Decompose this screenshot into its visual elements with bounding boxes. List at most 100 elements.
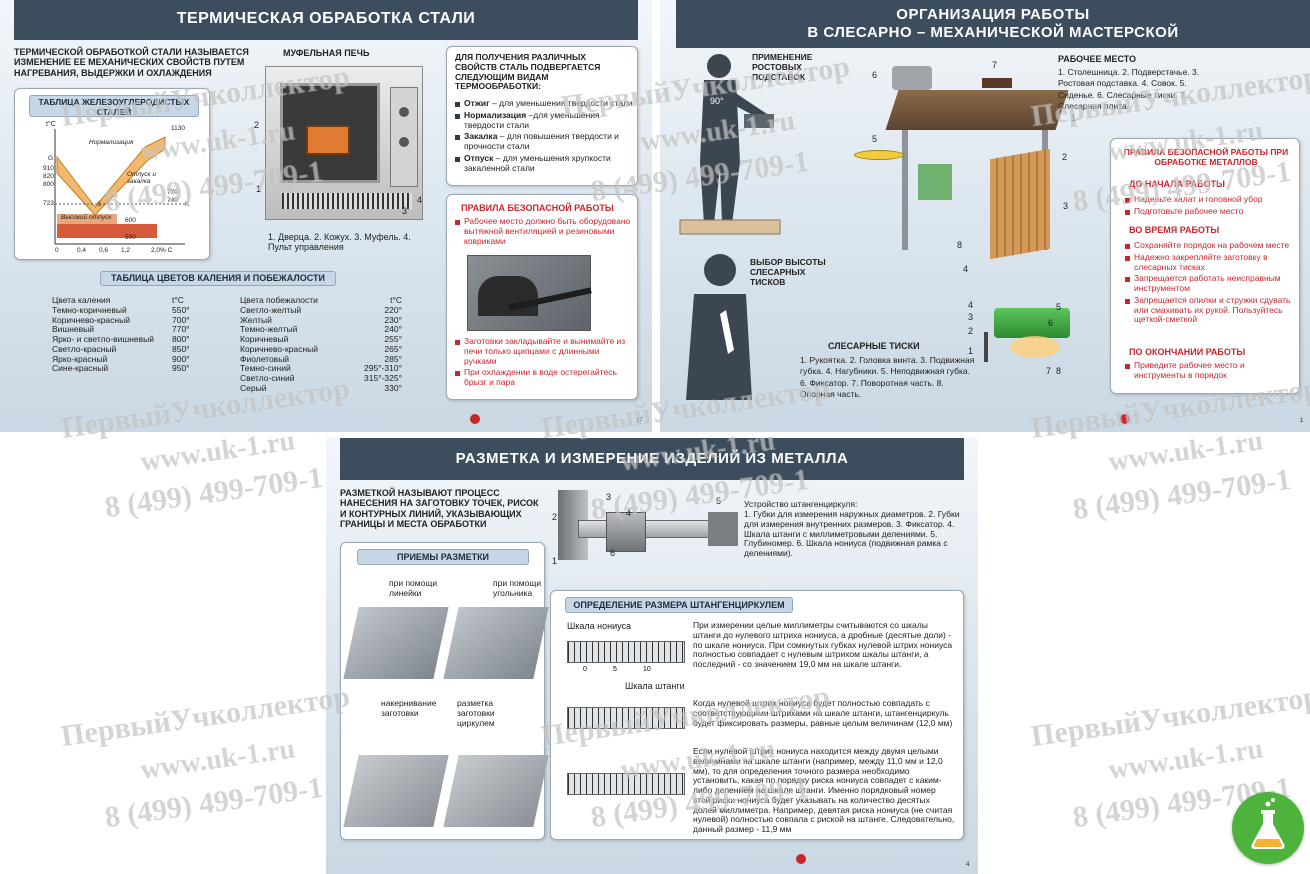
plate-square-illustration — [443, 607, 549, 679]
vernier-label: Шкала нониуса — [567, 621, 632, 631]
diagram-ytick: 1130 — [171, 125, 185, 132]
temper-color-temp: 330° — [384, 382, 402, 393]
temper-color-name: Темно-синий — [240, 363, 291, 374]
heat-color-temp: 950° — [172, 363, 190, 374]
temper-color-temp: 220° — [384, 304, 402, 315]
diagram-label: Нормализация — [89, 139, 134, 146]
heat-color-name: Светло-красный — [52, 343, 117, 354]
heat-color-name: Вишневый — [52, 324, 95, 335]
caliper-callout: 1 — [552, 556, 558, 566]
diagram-ytick: 723 — [43, 200, 54, 207]
workplace-title: РАБОЧЕЕ МЕСТО — [1058, 54, 1137, 64]
safety-list-top: Рабочее место должно быть оборудовано вы… — [455, 216, 631, 248]
methods-title: ПРИЕМЫ РАЗМЕТКИ — [357, 549, 529, 565]
caliper-callout: 2 — [552, 512, 558, 522]
diagram-ytick: 800 — [43, 181, 54, 188]
before-item: Наденьте халат и головной убор — [1125, 194, 1295, 205]
vise-callout: 4 — [968, 300, 974, 310]
measure-title: ОПРЕДЕЛЕНИЕ РАЗМЕРА ШТАНГЕНЦИРКУЛЕМ — [565, 597, 793, 613]
temper-color-name: Серый — [240, 382, 267, 393]
heat-color-name: Коричнево-красный — [52, 314, 130, 325]
diagram-label: K — [185, 201, 190, 208]
heat-list: Отжиг – для уменьшения твердости стали Н… — [455, 98, 635, 175]
diagram-ytick: 600 — [125, 217, 136, 224]
heat-color-name: Темно-коричневый — [52, 304, 127, 315]
measure-paragraph: Когда нулевой штрих нониуса будет полнос… — [693, 698, 953, 728]
poster-workshop: ОРГАНИЗАЦИЯ РАБОТЫ В СЛЕСАРНО – МЕХАНИЧЕ… — [660, 0, 1310, 432]
caliper-measurement: ОПРЕДЕЛЕНИЕ РАЗМЕРА ШТАНГЕНЦИРКУЛЕМ Шкал… — [550, 590, 964, 840]
diagram-xtick: 1,2 — [121, 247, 131, 254]
temper-color-temp: 295°-310° — [364, 363, 402, 374]
bench-callout: 5 — [872, 134, 878, 144]
temper-color-temp: 240° — [384, 324, 402, 335]
diagram-ytick: 910 — [43, 165, 54, 172]
scale-tick: 0 — [583, 666, 587, 673]
before-title: ДО НАЧАЛА РАБОТЫ — [1129, 179, 1225, 189]
furnace-callout: 2 — [254, 120, 260, 130]
temper-colors-temps: t°C 220° 230° 240° 255° 265° 285° 295°-3… — [342, 295, 402, 394]
vise-illustration — [984, 298, 1074, 368]
heat-colors-header: Цвета каления — [52, 295, 111, 305]
watermark-site: www.uk-1.ru — [1106, 733, 1265, 786]
diagram-xtick: 2,0% C — [151, 247, 173, 254]
temper-color-name: Темно-желтый — [240, 324, 298, 335]
heat-color-temp: 550° — [172, 304, 190, 315]
iron-carbon-diagram: ТАБЛИЦА ЖЕЛЕЗОУГЛЕРОДИСТЫХ СТАЛЕЙ t°C 11… — [14, 88, 210, 260]
worker-vise-illustration — [686, 254, 752, 400]
plate-ruler-illustration — [343, 607, 449, 679]
before-list: Наденьте халат и головной убор Подготовь… — [1125, 194, 1295, 219]
diagram-xtick: 0,6 — [99, 247, 109, 254]
plate-compass-illustration — [443, 755, 549, 827]
caliper-callout: 6 — [610, 548, 616, 558]
temper-color-temp: 285° — [384, 353, 402, 364]
heat-colors-t-header: t°C — [172, 295, 184, 305]
worker-stand-illustration — [679, 54, 781, 235]
bench-callout: 3 — [1063, 201, 1069, 211]
bench-callout: 2 — [1062, 152, 1068, 162]
scale-2 — [567, 707, 685, 729]
temper-color-temp: 315°-325° — [364, 373, 402, 384]
watermark-site: www.uk-1.ru — [1106, 425, 1265, 478]
rules-title: ПРАВИЛА БЕЗОПАСНОЙ РАБОТЫ ПРИ ОБРАБОТКЕ … — [1123, 147, 1289, 167]
temper-colors-names: Цвета побежалости Светло-желтый Желтый Т… — [240, 295, 340, 394]
temper-color-temp: 265° — [384, 343, 402, 354]
furnace-callout: 4 — [417, 195, 423, 205]
flask-icon[interactable] — [1232, 792, 1304, 864]
publisher-logo — [470, 414, 480, 424]
heat-colors-temps: t°C 550° 700° 770° 800° 850° 900° 950° — [172, 295, 212, 374]
temper-color-temp: 230° — [384, 314, 402, 325]
measure-paragraph: Если нулевой штрих нониуса находится меж… — [693, 746, 955, 835]
safety-rules: ПРАВИЛА БЕЗОПАСНОЙ РАБОТЫ Рабочее место … — [446, 194, 638, 400]
measure-paragraph: При измерении целые миллиметры считывают… — [693, 620, 953, 670]
heat-color-name: Сине-красный — [52, 363, 109, 374]
bench-callout: 4 — [963, 264, 969, 274]
scale-1 — [567, 641, 685, 663]
caliper-callout: 5 — [716, 496, 722, 506]
bench-callout: 8 — [957, 240, 963, 250]
vise-callout: 2 — [968, 326, 974, 336]
poster-title: ОРГАНИЗАЦИЯ РАБОТЫ В СЛЕСАРНО – МЕХАНИЧЕ… — [676, 0, 1310, 48]
temper-color-name: Светло-желтый — [240, 304, 302, 315]
angle-label: 90° — [710, 96, 724, 106]
vise-callout: 1 — [968, 346, 974, 356]
bench-callout: 1 — [1071, 113, 1077, 123]
diagram-ytick: 500 — [125, 234, 136, 241]
marking-methods: ПРИЕМЫ РАЗМЕТКИ при помощи линейки при п… — [340, 542, 549, 840]
temper-color-name: Светло-синий — [240, 373, 295, 384]
stool-illustration — [854, 150, 904, 160]
metal-rules: ПРАВИЛА БЕЗОПАСНОЙ РАБОТЫ ПРИ ОБРАБОТКЕ … — [1110, 138, 1300, 394]
heat-colors-names: Цвета каления Темно-коричневый Коричнево… — [52, 295, 167, 374]
furnace-title: МУФЕЛЬНАЯ ПЕЧЬ — [283, 48, 370, 58]
during-title: ВО ВРЕМЯ РАБОТЫ — [1129, 225, 1220, 235]
caliper-title: Устройство штангенциркуля: — [744, 499, 858, 509]
safety-list-bottom: Заготовки закладывайте и вынимайте из пе… — [455, 336, 631, 390]
heat-item: Отпуск – для уменьшения хрупкости закале… — [455, 153, 635, 174]
workplace-items: 1. Столешница. 2. Подверстачье. 3. Росто… — [1058, 67, 1200, 112]
vise-callout: 6 — [1048, 318, 1054, 328]
workbench-illustration — [872, 60, 1082, 270]
heat-color-temp: 800° — [172, 334, 190, 345]
watermark-phone: 8 (499) 499-709-1 — [102, 770, 326, 835]
heat-treatment-types: ДЛЯ ПОЛУЧЕНИЯ РАЗЛИЧНЫХ СВОЙСТВ СТАЛЬ ПО… — [446, 46, 638, 186]
temper-color-name: Коричневый — [240, 334, 289, 345]
after-item: Приведите рабочее место и инструменты в … — [1125, 360, 1295, 381]
